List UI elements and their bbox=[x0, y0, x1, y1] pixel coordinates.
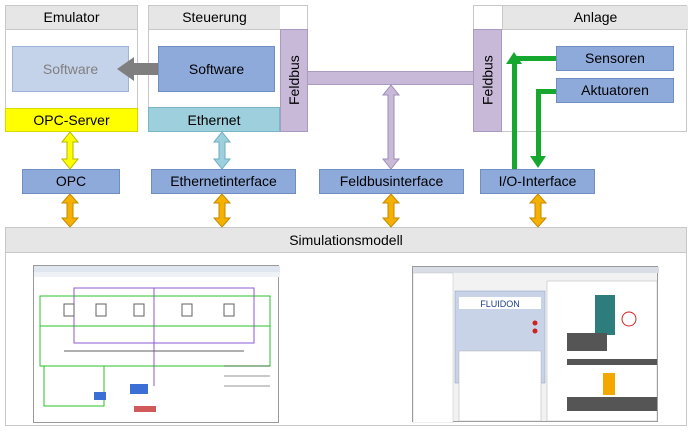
steuerung-software-box: Software bbox=[158, 46, 275, 92]
feldbus-interface-box: Feldbusinterface bbox=[319, 169, 464, 194]
io-green-arrows bbox=[506, 52, 556, 169]
opc-interface-box: OPC bbox=[22, 169, 120, 194]
anlage-title: Anlage bbox=[502, 6, 688, 30]
orange-arrows bbox=[60, 193, 548, 228]
ethernet-box: Ethernet bbox=[148, 107, 280, 132]
emulator-software-box: Software bbox=[12, 46, 129, 92]
software-link-arrow bbox=[117, 57, 158, 81]
emulator-title: Emulator bbox=[6, 6, 137, 30]
fluidon-screenshot: FLUIDON bbox=[412, 266, 659, 424]
feldbus-lavender-arrow bbox=[381, 84, 401, 170]
schematic-screenshot bbox=[33, 265, 280, 423]
fluidon-drawing: FLUIDON bbox=[412, 267, 659, 424]
simulation-title: Simulationsmodell bbox=[6, 228, 686, 253]
fluidon-brand: FLUIDON bbox=[480, 299, 520, 309]
aktuatoren-box: Aktuatoren bbox=[556, 78, 674, 103]
sensoren-box: Sensoren bbox=[556, 46, 674, 71]
opc-yellow-arrow bbox=[60, 131, 80, 170]
ethernet-teal-arrow bbox=[212, 131, 232, 170]
feldbus-bar bbox=[307, 71, 474, 85]
opc-server-box: OPC-Server bbox=[5, 108, 138, 132]
ethernet-interface-box: Ethernetinterface bbox=[151, 169, 296, 194]
schematic-drawing bbox=[34, 266, 280, 412]
io-interface-box: I/O-Interface bbox=[480, 169, 595, 194]
steuerung-title: Steuerung bbox=[149, 6, 280, 30]
